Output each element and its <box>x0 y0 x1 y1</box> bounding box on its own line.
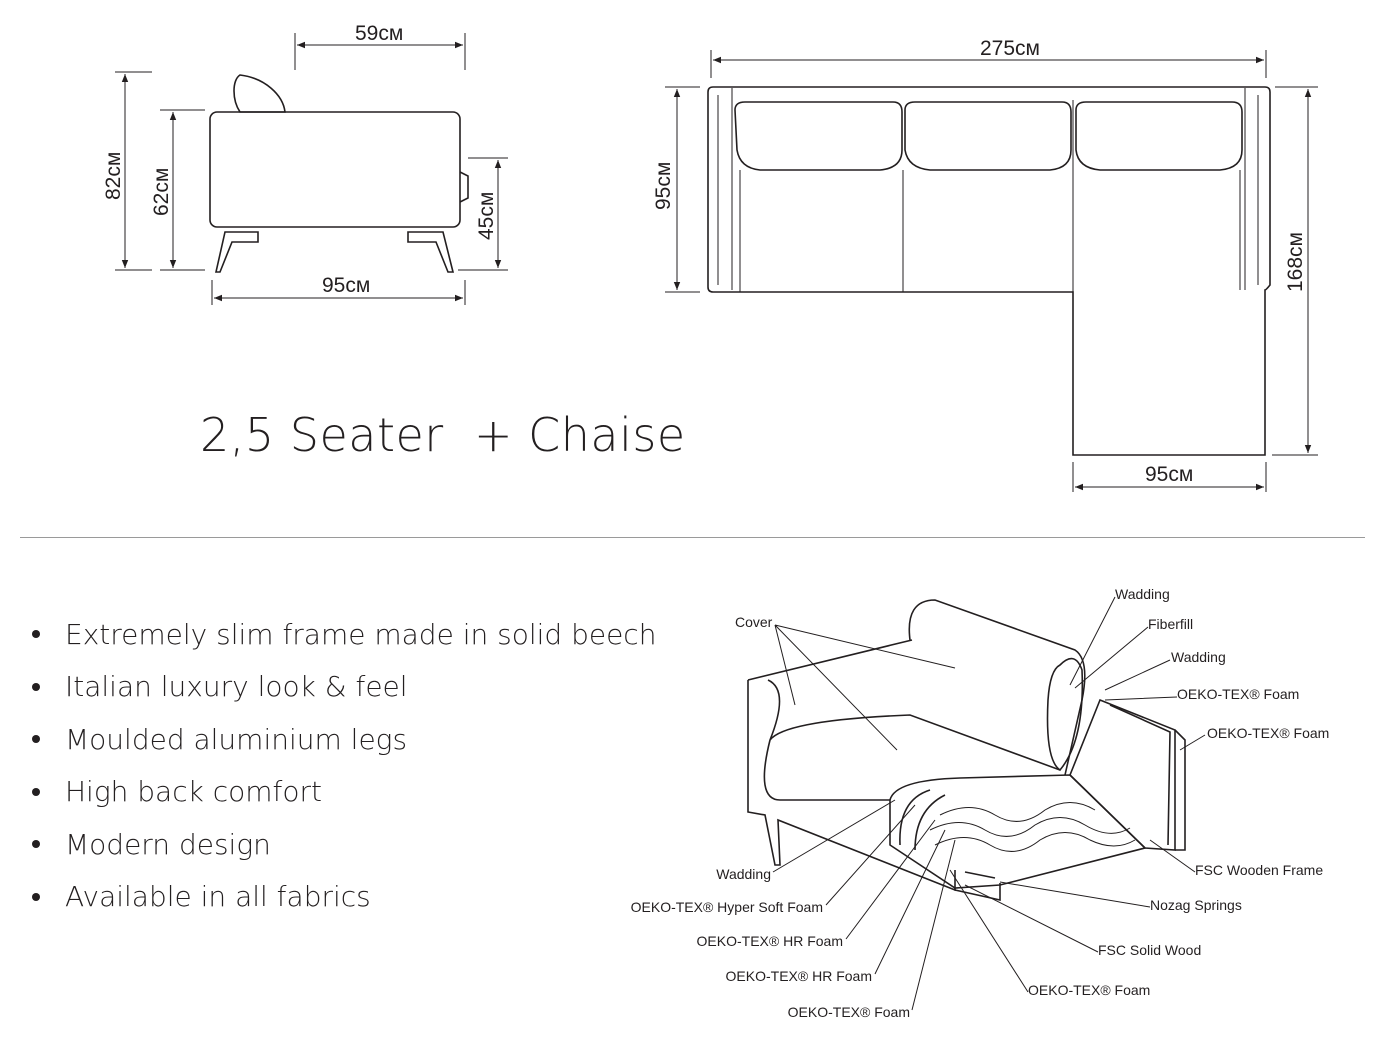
feature-text: Italian luxury look & feel <box>65 670 408 704</box>
dim-plan-width: 275см <box>980 37 1040 60</box>
bullet-icon <box>32 735 40 744</box>
feature-item: Available in all fabrics <box>28 871 656 924</box>
dim-side-height-arm: 62см <box>150 168 173 216</box>
bullet-icon <box>32 840 40 849</box>
dim-plan-depth: 95см <box>652 162 675 210</box>
dim-plan-chaise-length: 168см <box>1284 232 1307 292</box>
label-wadding-top: Wadding <box>1115 586 1170 602</box>
feature-list: Extremely slim frame made in solid beech… <box>28 608 656 923</box>
label-hyper-soft: OEKO-TEX® Hyper Soft Foam <box>631 899 823 915</box>
bullet-icon <box>32 682 40 691</box>
dim-side-height-seat: 45см <box>475 192 498 240</box>
label-fsc-frame: FSC Wooden Frame <box>1195 862 1323 878</box>
bullet-icon <box>32 630 40 639</box>
side-view: 59см 82см 62см 45см 95см <box>102 22 508 305</box>
label-nozag: Nozag Springs <box>1150 897 1242 913</box>
feature-text: Available in all fabrics <box>65 880 371 914</box>
label-oeko-foam-2: OEKO-TEX® Foam <box>1207 725 1329 741</box>
label-oeko-foam-3: OEKO-TEX® Foam <box>1028 982 1150 998</box>
feature-item: Modern design <box>28 818 656 871</box>
label-fsc-solid: FSC Solid Wood <box>1098 942 1201 958</box>
product-title: 2,5 Seater + Chaise <box>200 408 686 462</box>
label-oeko-foam-1: OEKO-TEX® Foam <box>1177 686 1299 702</box>
label-oeko-foam-4: OEKO-TEX® Foam <box>788 1004 910 1020</box>
label-cover: Cover <box>735 614 773 630</box>
feature-text: High back comfort <box>65 775 323 809</box>
feature-item: Italian luxury look & feel <box>28 661 656 714</box>
bullet-icon <box>32 892 40 901</box>
feature-text: Modern design <box>65 827 271 861</box>
cutaway-diagram <box>747 599 1186 901</box>
bullet-icon <box>32 787 40 796</box>
plan-view: 275см 95см 168см 95см <box>652 37 1318 492</box>
dim-side-depth-top: 59см <box>355 22 403 45</box>
dim-plan-chaise-width: 95см <box>1145 463 1193 486</box>
feature-item: Moulded aluminium legs <box>28 713 656 766</box>
dim-side-depth: 95см <box>322 274 370 297</box>
divider <box>20 537 1365 538</box>
label-hr-foam-1: OEKO-TEX® HR Foam <box>697 933 843 949</box>
feature-item: Extremely slim frame made in solid beech <box>28 608 656 661</box>
label-wadding-left: Wadding <box>716 866 771 882</box>
cutaway-labels: Cover Wadding Fiberfill Wadding OEKO-TEX… <box>631 586 1330 1020</box>
feature-text: Extremely slim frame made in solid beech <box>65 617 657 651</box>
feature-item: High back comfort <box>28 766 656 819</box>
label-fiberfill: Fiberfill <box>1148 616 1193 632</box>
dim-side-height-total: 82см <box>102 152 125 200</box>
label-hr-foam-2: OEKO-TEX® HR Foam <box>726 968 872 984</box>
label-wadding-2: Wadding <box>1171 649 1226 665</box>
feature-text: Moulded aluminium legs <box>65 722 408 756</box>
